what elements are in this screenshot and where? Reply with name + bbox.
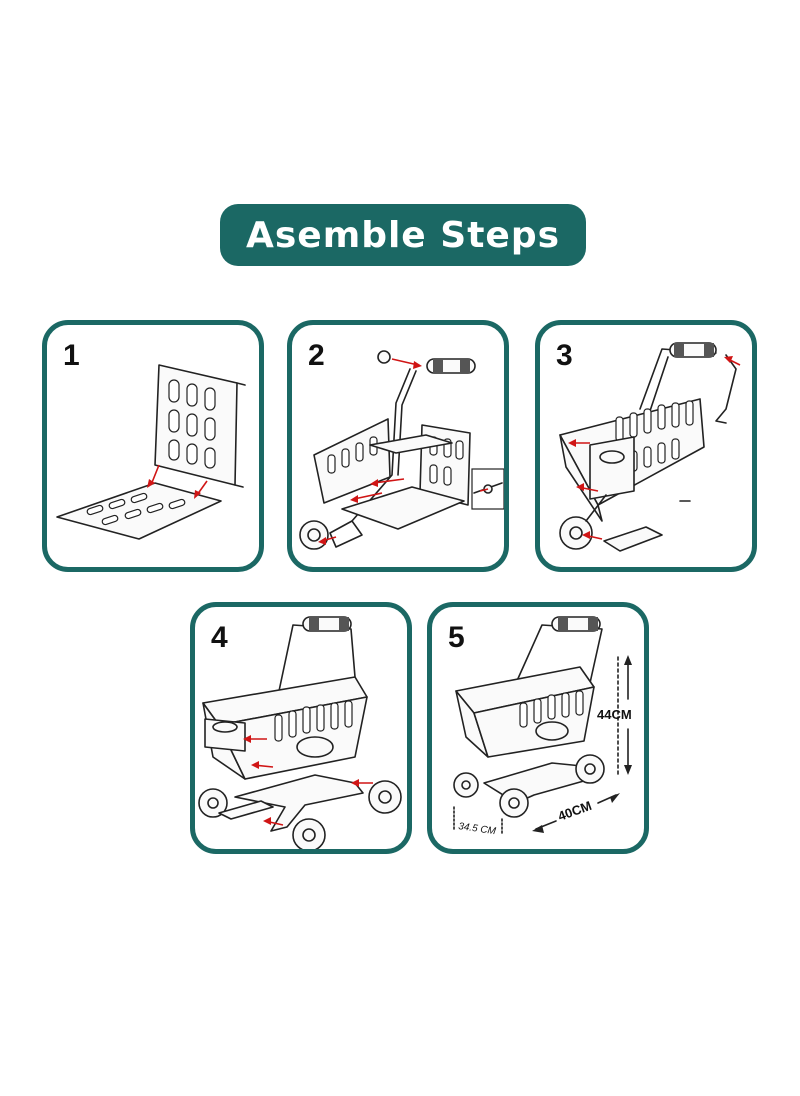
step-1-illustration [56, 364, 246, 540]
step-1-panel: 1 [42, 320, 264, 572]
step-number: 3 [556, 339, 573, 372]
step-number: 1 [63, 339, 80, 372]
width-dimension-label: 40CM [556, 798, 594, 824]
step-5-illustration: 44CM 40CM 34.5 CM [453, 616, 632, 837]
step-4-panel: 4 [190, 602, 412, 854]
step-3-panel: 3 [535, 320, 757, 572]
step-3-illustration [559, 342, 741, 552]
depth-dimension-label: 34.5 CM [458, 821, 498, 837]
step-2-illustration [299, 350, 504, 550]
step-number: 2 [308, 339, 325, 372]
step-number: 5 [448, 621, 465, 654]
height-dimension-label: 44CM [597, 707, 632, 722]
page-title: Asemble Steps [220, 204, 586, 266]
step-4-illustration [198, 616, 402, 849]
step-5-panel: 5 44CM [427, 602, 649, 854]
step-number: 4 [211, 621, 228, 654]
step-2-panel: 2 [287, 320, 509, 572]
